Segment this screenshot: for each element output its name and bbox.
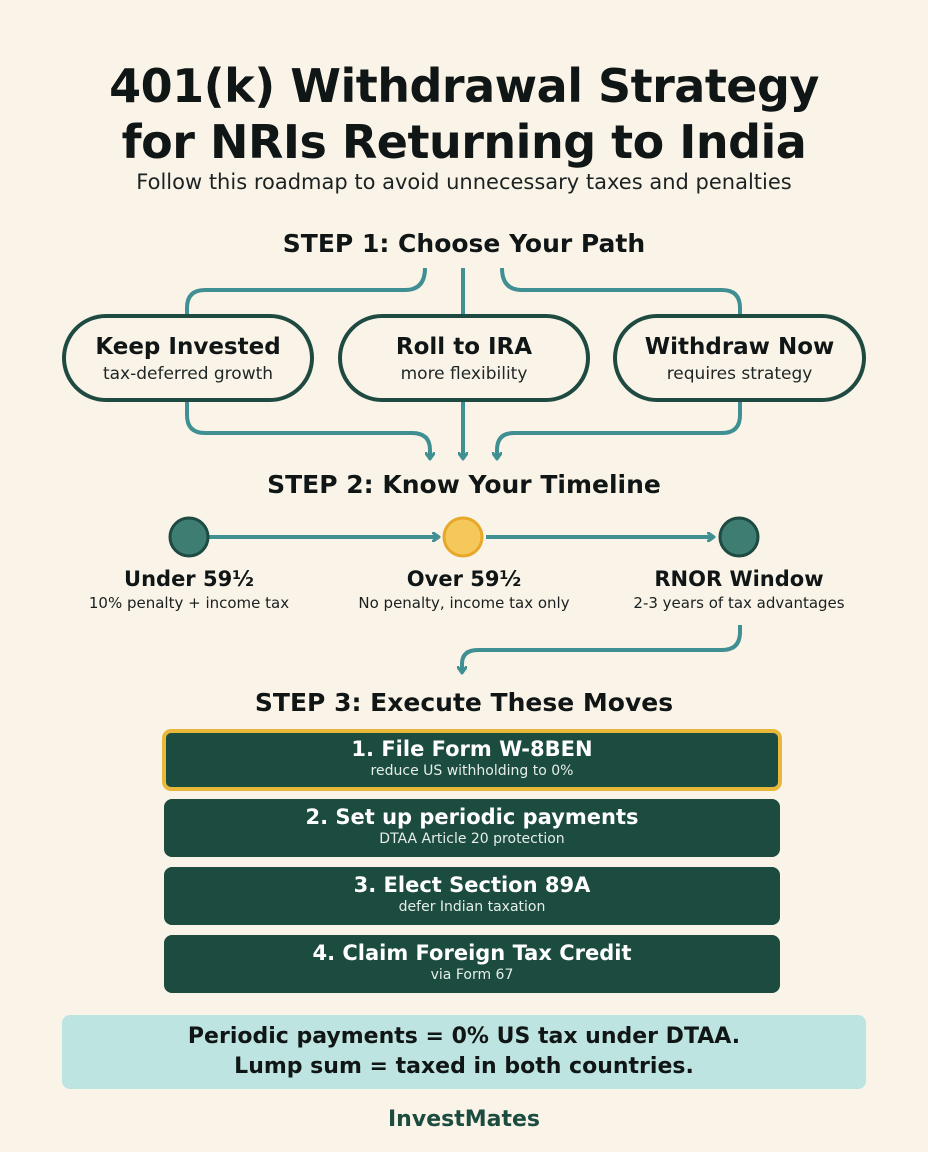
connector-to-withdraw-now	[500, 267, 742, 318]
move-title: 3. Elect Section 89A	[353, 873, 591, 897]
move-title: 4. Claim Foreign Tax Credit	[312, 941, 632, 965]
key-takeaway-callout: Periodic payments = 0% US tax under DTAA…	[62, 1015, 866, 1089]
option-subtitle: more flexibility	[400, 364, 528, 384]
title-line-1: 401(k) Withdrawal Strategy	[109, 59, 819, 113]
milestone-rnor-window: RNOR Window 2-3 years of tax advantages	[589, 565, 889, 613]
connector-to-keep-invested	[185, 267, 427, 318]
milestone-under-59: Under 59½ 10% penalty + income tax	[39, 565, 339, 613]
move-sub: reduce US withholding to 0%	[370, 763, 574, 779]
timeline-dot-over	[442, 516, 484, 558]
callout-line-1: Periodic payments = 0% US tax under DTAA…	[187, 1024, 741, 1049]
option-withdraw-now: Withdraw Now requires strategy	[613, 314, 866, 402]
option-title: Roll to IRA	[395, 334, 533, 360]
option-keep-invested: Keep Invested tax-deferred growth	[62, 314, 314, 402]
option-title: Keep Invested	[95, 334, 281, 360]
brand-logo-text: InvestMates	[388, 1107, 540, 1132]
step1-heading: STEP 1: Choose Your Path	[282, 229, 646, 258]
milestone-label: Over 59½	[406, 567, 522, 591]
callout-line-2: Lump sum = taxed in both countries.	[234, 1054, 694, 1079]
step2-heading: STEP 2: Know Your Timeline	[267, 470, 661, 499]
timeline-dot-rnor	[718, 516, 760, 558]
timeline-dot-under	[168, 516, 210, 558]
move-title: 1. File Form W-8BEN	[351, 737, 593, 761]
move-sub: via Form 67	[430, 967, 514, 983]
arrow-keep-to-step2	[185, 400, 430, 458]
milestone-sub: No penalty, income tax only	[358, 594, 570, 612]
move-periodic-payments: 2. Set up periodic payments DTAA Article…	[164, 799, 780, 857]
milestone-label: RNOR Window	[654, 567, 824, 591]
arrow-withdraw-to-step2	[497, 400, 742, 458]
move-title: 2. Set up periodic payments	[305, 805, 639, 829]
step3-heading: STEP 3: Execute These Moves	[254, 688, 674, 717]
milestone-sub: 10% penalty + income tax	[88, 594, 290, 612]
move-sub: defer Indian taxation	[398, 899, 546, 915]
title-line-2: for NRIs Returning to India	[121, 115, 807, 169]
option-subtitle: tax-deferred growth	[102, 364, 274, 384]
page-title: 401(k) Withdrawal Strategy for NRIs Retu…	[0, 58, 928, 170]
page-subtitle: Follow this roadmap to avoid unnecessary…	[136, 170, 792, 194]
milestone-label: Under 59½	[124, 567, 254, 591]
milestone-sub: 2-3 years of tax advantages	[633, 594, 845, 612]
option-roll-to-ira: Roll to IRA more flexibility	[338, 314, 590, 402]
move-section-89a: 3. Elect Section 89A defer Indian taxati…	[164, 867, 780, 925]
option-title: Withdraw Now	[644, 334, 835, 360]
move-foreign-tax-credit: 4. Claim Foreign Tax Credit via Form 67	[164, 935, 780, 993]
milestone-over-59: Over 59½ No penalty, income tax only	[314, 565, 614, 613]
arrow-rnor-to-step3	[462, 625, 742, 672]
option-subtitle: requires strategy	[666, 364, 813, 384]
move-file-w8ben: 1. File Form W-8BEN reduce US withholdin…	[162, 729, 782, 791]
move-sub: DTAA Article 20 protection	[379, 831, 565, 847]
